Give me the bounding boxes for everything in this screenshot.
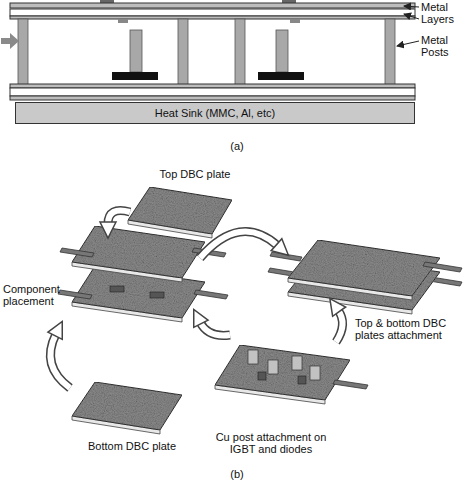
dbc-plate	[72, 382, 182, 430]
chip	[258, 72, 304, 80]
panel-label: (b)	[222, 468, 252, 480]
assembly-drawing	[50, 187, 462, 434]
dbc-plate	[215, 345, 350, 400]
metal-post	[385, 19, 395, 88]
chip	[112, 72, 158, 80]
step-label: Top & bottom DBC plates attachment	[355, 317, 470, 341]
step-label: Cu post attachment on IGBT and diodes	[215, 431, 327, 455]
panel-label: (a)	[222, 140, 252, 152]
leader-line	[397, 41, 419, 46]
terminal-tab	[270, 252, 302, 261]
metal-post	[276, 30, 288, 72]
terminal-tab	[194, 290, 228, 299]
terminal-tab	[333, 380, 368, 389]
part-label: Metal Posts	[421, 34, 471, 58]
metal-post	[130, 30, 142, 72]
node-text: Heat Sink (MMC, Al, etc)	[155, 107, 275, 119]
part-label: Metal Layers	[421, 1, 471, 25]
dbc-plate	[288, 240, 440, 296]
leader-line	[404, 14, 419, 19]
pad	[290, 19, 300, 23]
terminal-tab	[423, 262, 462, 272]
step-label: Bottom DBC plate	[72, 440, 192, 452]
metal-post	[18, 19, 28, 88]
heat-sink: Heat Sink (MMC, Al, etc)	[15, 102, 415, 124]
dbc-plate	[72, 226, 205, 278]
component	[110, 286, 124, 292]
component	[150, 292, 164, 298]
step-label: Top DBC plate	[140, 168, 250, 180]
terminal-tab	[58, 290, 92, 299]
cross-section	[1, 0, 419, 100]
metal-post	[235, 19, 245, 88]
metal-layer	[10, 96, 415, 100]
metal-layer	[10, 16, 415, 19]
metal-layer	[10, 84, 415, 88]
metal-post	[178, 19, 188, 88]
ceramic-layer	[10, 88, 415, 96]
cu-posts	[248, 350, 320, 384]
dbc-plate	[128, 187, 232, 234]
terminal-tab	[60, 248, 94, 257]
process-arrows	[50, 211, 342, 389]
flow-arrow	[1, 33, 19, 49]
leader-line	[404, 6, 419, 7]
pad	[118, 19, 128, 23]
step-label: Component placement	[3, 283, 69, 307]
ceramic-layer	[10, 9, 415, 16]
metal-layer	[10, 3, 415, 8]
